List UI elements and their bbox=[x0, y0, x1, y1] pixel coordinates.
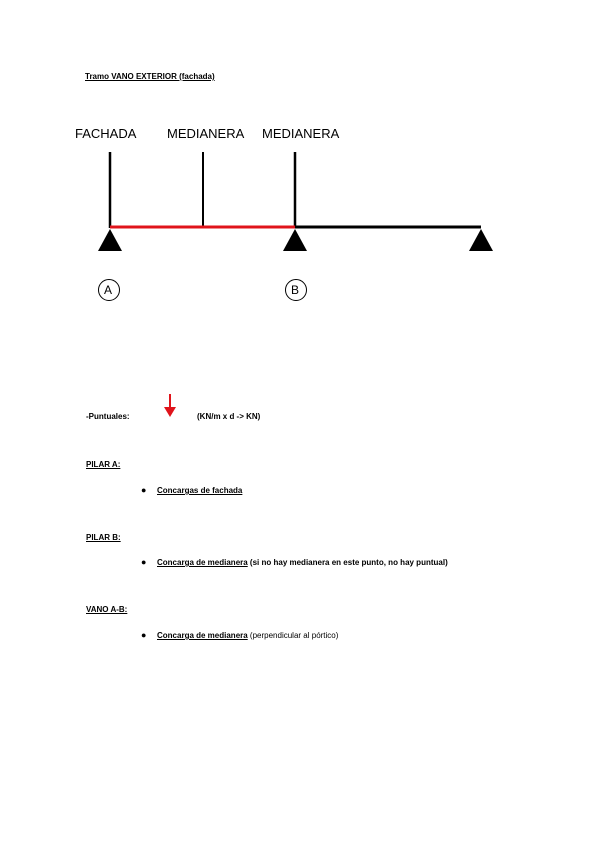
section-heading-vano-a-b: VANO A-B: bbox=[86, 605, 128, 614]
list-item-pilar-b: Concarga de medianera (si no hay mediane… bbox=[157, 558, 448, 567]
section-heading-pilar-b: PILAR B: bbox=[86, 533, 121, 542]
item-link: Concarga de medianera bbox=[157, 631, 248, 640]
support-circle-b bbox=[285, 279, 307, 301]
support-triangle-a bbox=[98, 229, 122, 251]
support-circle-a bbox=[98, 279, 120, 301]
section-heading-pilar-a: PILAR A: bbox=[86, 460, 121, 469]
item-note: (si no hay medianera en este punto, no h… bbox=[247, 558, 448, 567]
bullet-1: ● bbox=[141, 485, 147, 495]
bullet-2: ● bbox=[141, 557, 147, 567]
puntuales-label: -Puntuales: bbox=[86, 412, 130, 421]
support-triangle-b bbox=[283, 229, 307, 251]
item-link: Concargas de fachada bbox=[157, 486, 243, 495]
item-note: (perpendicular al pórtico) bbox=[247, 631, 339, 640]
bullet-3: ● bbox=[141, 630, 147, 640]
puntuales-unit-note: (KN/m x d -> KN) bbox=[197, 412, 261, 421]
list-item-vano-a-b: Concarga de medianera (perpendicular al … bbox=[157, 631, 338, 640]
arrow-down-icon bbox=[164, 394, 176, 417]
label-fachada: FACHADA bbox=[75, 126, 137, 141]
page-title: Tramo VANO EXTERIOR (fachada) bbox=[85, 72, 215, 81]
item-link: Concarga de medianera bbox=[157, 558, 248, 567]
label-medianera-2: MEDIANERA bbox=[262, 126, 340, 141]
support-label-b: B bbox=[291, 283, 300, 297]
support-triangle-end bbox=[469, 229, 493, 251]
list-item-pilar-a: Concargas de fachada bbox=[157, 486, 242, 495]
label-medianera-1: MEDIANERA bbox=[167, 126, 245, 141]
support-label-a: A bbox=[104, 283, 113, 297]
